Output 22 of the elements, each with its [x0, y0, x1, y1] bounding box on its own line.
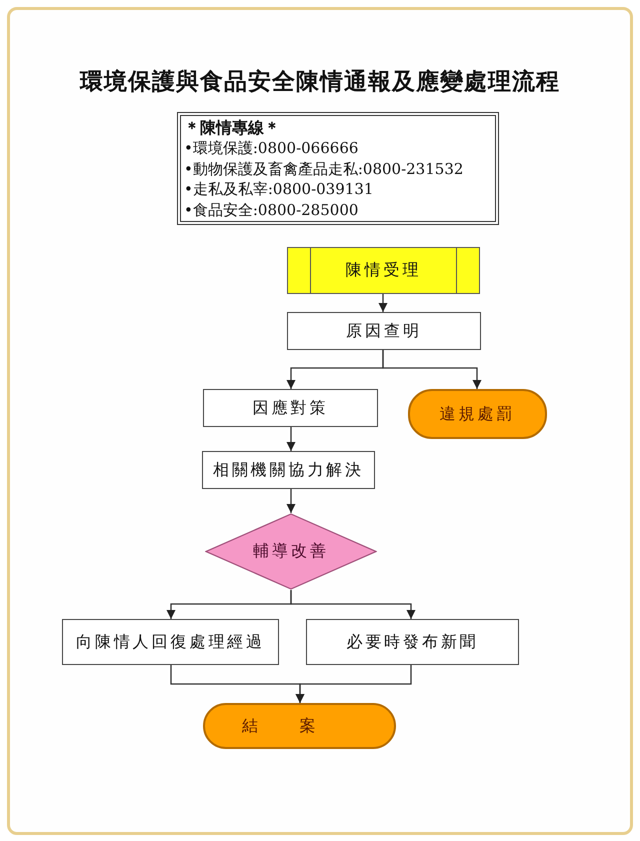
process-box: 原因查明	[287, 312, 481, 350]
box-heading: ＊陳情專線＊	[184, 117, 281, 138]
decision-diamond: 輔導改善	[205, 513, 377, 590]
terminal-pill: 結案	[203, 703, 396, 749]
arrow	[382, 350, 482, 389]
hotline-box	[177, 112, 499, 225]
hotline-item: •食品安全:0800-285000	[184, 200, 360, 220]
hotline-item: •走私及私宰:0800-039131	[184, 179, 374, 200]
arrow	[296, 665, 412, 703]
arrow	[286, 489, 296, 513]
hotline-item: •環境保護:0800-066666	[184, 138, 360, 158]
terminal-pill: 違規處罰	[408, 389, 547, 439]
arrow	[286, 427, 296, 451]
process-box: 相關機關協力解決	[202, 451, 375, 489]
title: 環境保護與食品安全陳情通報及應變處理流程	[78, 67, 561, 97]
process-box: 必要時發布新聞	[306, 619, 519, 665]
process-box: 向陳情人回復處理經過	[62, 619, 279, 665]
arrow	[290, 590, 416, 619]
arrow	[378, 294, 388, 312]
process-box: 陳情受理	[287, 247, 480, 294]
process-box: 因應對策	[203, 389, 378, 427]
hotline-item: •動物保護及畜禽產品走私:0800-231532	[184, 158, 464, 179]
